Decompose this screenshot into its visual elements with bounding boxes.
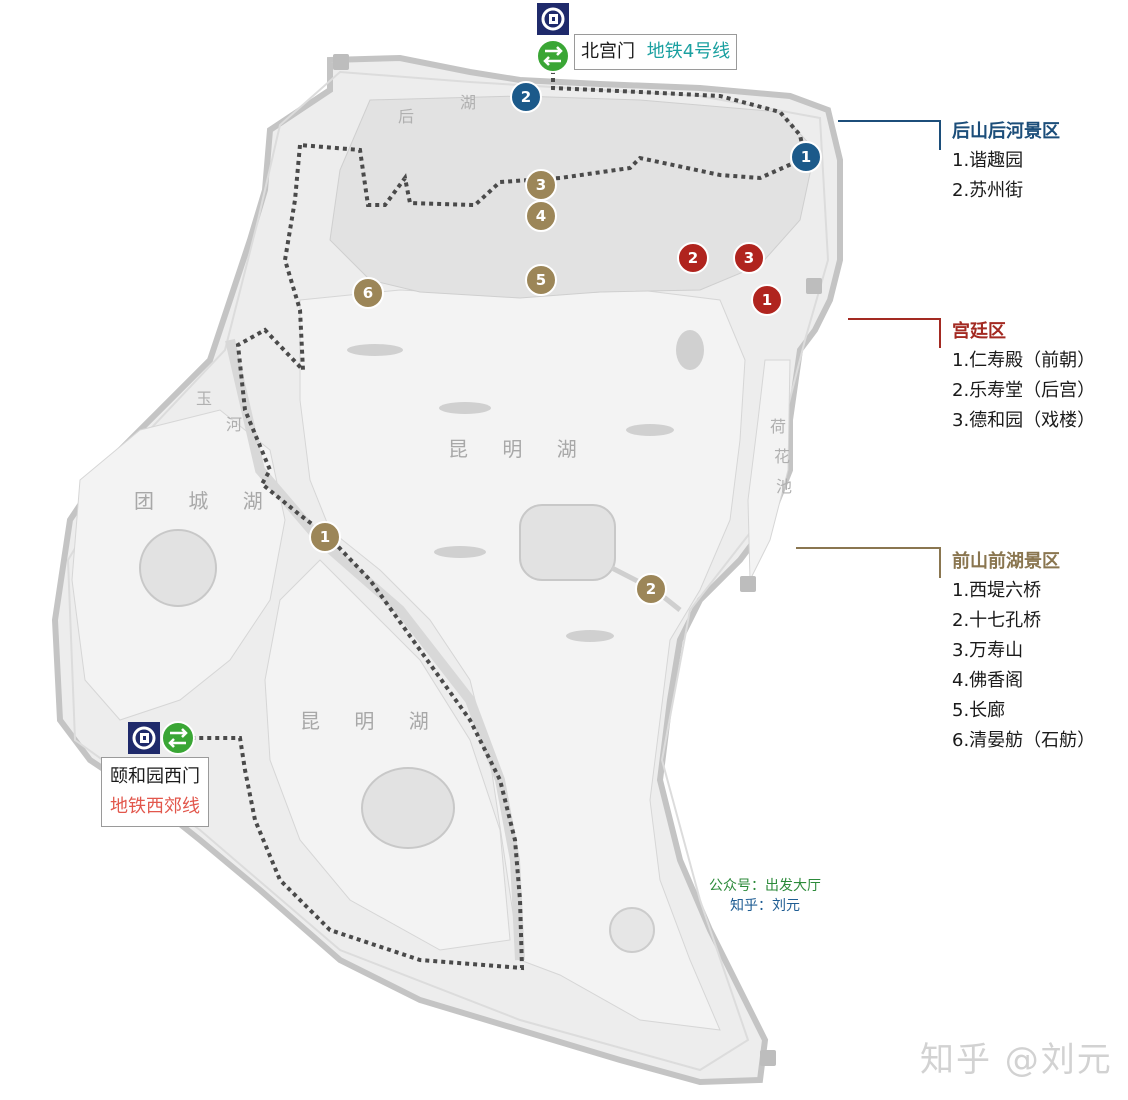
metro-logo-icon (537, 3, 569, 35)
marker-front-1[interactable]: 1 (309, 521, 341, 553)
legend-back-hill: 后山后河景区 1.谐趣园 2.苏州街 (952, 118, 1060, 206)
legend-palace-title: 宫廷区 (952, 321, 1006, 342)
hehua-pond (747, 359, 791, 581)
north-station-label[interactable]: 北宫门 地铁4号线 (574, 34, 738, 70)
legend-item: 1.谐趣园 (952, 150, 1024, 171)
svg-text:2: 2 (646, 580, 656, 598)
marker-front-4[interactable]: 4 (525, 200, 557, 232)
marker-front-2[interactable]: 2 (635, 573, 667, 605)
watermark: 知乎 @刘元 (920, 1040, 1113, 1080)
svg-text:2: 2 (521, 88, 531, 106)
route-west (188, 144, 525, 971)
legend-item: 2.苏州街 (952, 180, 1024, 201)
marker-palace-2[interactable]: 2 (677, 242, 709, 274)
legend-item: 5.长廊 (952, 700, 1006, 721)
lake-label-hehua-2: 花 (774, 447, 790, 466)
credit-zhihu: 知乎：刘元 (730, 898, 800, 914)
svg-text:1: 1 (762, 291, 772, 309)
south-island (609, 907, 655, 953)
legend-item: 3.德和园（戏楼） (952, 410, 1096, 431)
west-station-label[interactable]: 颐和园西门 地铁西郊线 (101, 757, 209, 827)
legend-back-hill-title: 后山后河景区 (952, 121, 1060, 142)
legend-front-lake: 前山前湖景区 1.西堤六桥 2.十七孔桥 3.万寿山 4.佛香阁 5.长廊 6.… (952, 548, 1095, 756)
metro-logo-icon (128, 722, 160, 754)
svg-text:6: 6 (363, 284, 373, 302)
legend-palace: 宫廷区 1.仁寿殿（前朝） 2.乐寿堂（后宫） 3.德和园（戏楼） (952, 318, 1095, 436)
legend-item: 3.万寿山 (952, 640, 1024, 661)
legend-item: 2.十七孔桥 (952, 610, 1042, 631)
marker-front-6[interactable]: 6 (352, 277, 384, 309)
svg-text:3: 3 (744, 249, 754, 267)
marker-back-2[interactable]: 2 (510, 81, 542, 113)
zaojiantang-island (361, 767, 455, 849)
legend-line-back (838, 120, 941, 150)
marker-back-1[interactable]: 1 (790, 141, 822, 173)
west-lake-south (264, 559, 511, 951)
svg-text:1: 1 (801, 148, 811, 166)
svg-text:4: 4 (536, 207, 546, 225)
river-label-he: 河 (226, 415, 242, 434)
svg-text:5: 5 (536, 271, 546, 289)
tuancheng-island (139, 529, 217, 607)
lake-label-kunming-lower: 昆 明 湖 (300, 709, 443, 733)
north-station-line: 地铁4号线 (646, 41, 731, 62)
legend-front-lake-title: 前山前湖景区 (952, 551, 1060, 572)
river-label-yu: 玉 (196, 389, 212, 408)
credit-wechat: 公众号：出发大厅 (709, 878, 821, 894)
marker-palace-1[interactable]: 1 (751, 284, 783, 316)
park-inner-outline (66, 70, 830, 1072)
route-back-river (299, 143, 806, 208)
lake-label-hehua-1: 荷 (770, 417, 786, 436)
gate-icon (333, 54, 822, 1066)
legend-item: 6.清晏舫（石舫） (952, 730, 1096, 751)
legend-item: 1.西堤六桥 (952, 580, 1042, 601)
kunming-lake (299, 289, 746, 1031)
marker-palace-3[interactable]: 3 (733, 242, 765, 274)
walking-routes (188, 70, 807, 971)
nanhu-island (519, 504, 616, 581)
lake-label-hehua-3: 池 (776, 477, 792, 496)
west-station-line: 地铁西郊线 (110, 796, 200, 817)
transfer-arrows-icon (536, 39, 570, 73)
svg-text:2: 2 (688, 249, 698, 267)
svg-text:3: 3 (536, 176, 546, 194)
marker-front-5[interactable]: 5 (525, 264, 557, 296)
marker-front-3[interactable]: 3 (525, 169, 557, 201)
legend-item: 1.仁寿殿（前朝） (952, 350, 1096, 371)
credits: 公众号：出发大厅 知乎：刘元 (680, 876, 850, 916)
legend-line-palace (848, 318, 941, 348)
back-lake-label-hou: 后 (398, 107, 414, 126)
boat-decorations (347, 330, 704, 642)
back-lake-label-hu: 湖 (460, 93, 476, 112)
legend-item: 2.乐寿堂（后宫） (952, 380, 1096, 401)
transfer-arrows-icon (161, 721, 195, 755)
legend-line-front (796, 547, 941, 578)
west-station-name: 颐和园西门 (110, 766, 200, 787)
route-north (551, 70, 807, 159)
lake-label-kunming-upper: 昆 明 湖 (448, 437, 591, 461)
svg-text:1: 1 (320, 528, 330, 546)
north-station-name: 北宫门 (581, 41, 635, 62)
west-causeway (225, 338, 525, 961)
lake-label-tuancheng: 团 城 湖 (134, 489, 277, 513)
legend-item: 4.佛香阁 (952, 670, 1024, 691)
